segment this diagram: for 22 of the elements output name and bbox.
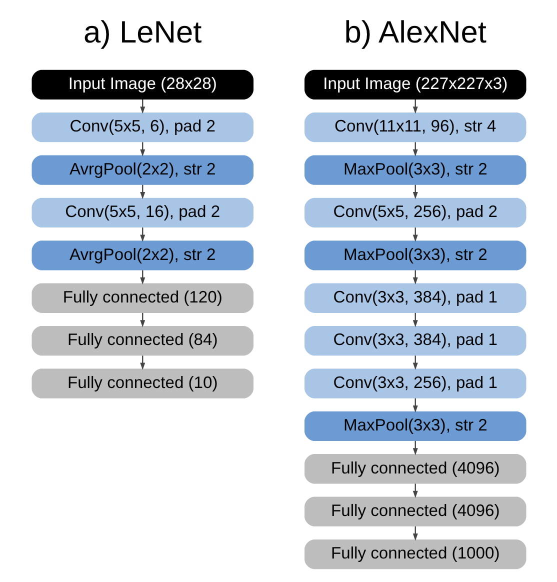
node-box: Conv(3x3, 256), pad 1: [304, 368, 526, 398]
node-box: Conv(5x5, 6), pad 2: [31, 112, 253, 142]
node-box: Fully connected (4096): [304, 496, 526, 526]
node-box: Conv(5x5, 16), pad 2: [31, 198, 253, 228]
node-box: Fully connected (1000): [304, 539, 526, 570]
node-box: Input Image (28x28): [31, 70, 253, 100]
node-box: Input Image (227x227x3): [304, 70, 526, 100]
node-box: Fully connected (10): [31, 368, 253, 398]
node-box: AvrgPool(2x2), str 2: [31, 240, 253, 270]
node-box: Conv(3x3, 384), pad 1: [304, 326, 526, 356]
node-box: MaxPool(3x3), str 2: [304, 411, 526, 442]
node-box: Conv(3x3, 384), pad 1: [304, 283, 526, 313]
node-box: Conv(5x5, 256), pad 2: [304, 198, 526, 228]
node-box: Conv(11x11, 96), str 4: [304, 112, 526, 142]
node-box: MaxPool(3x3), str 2: [304, 240, 526, 270]
node-box: Fully connected (4096): [304, 454, 526, 484]
node-box: Fully connected (120): [31, 283, 253, 313]
node-box: AvrgPool(2x2), str 2: [31, 155, 253, 185]
label: b) AlexNet: [344, 14, 486, 50]
node-box: MaxPool(3x3), str 2: [304, 155, 526, 185]
label: a) LeNet: [83, 14, 202, 50]
node-box: Fully connected (84): [31, 326, 253, 356]
